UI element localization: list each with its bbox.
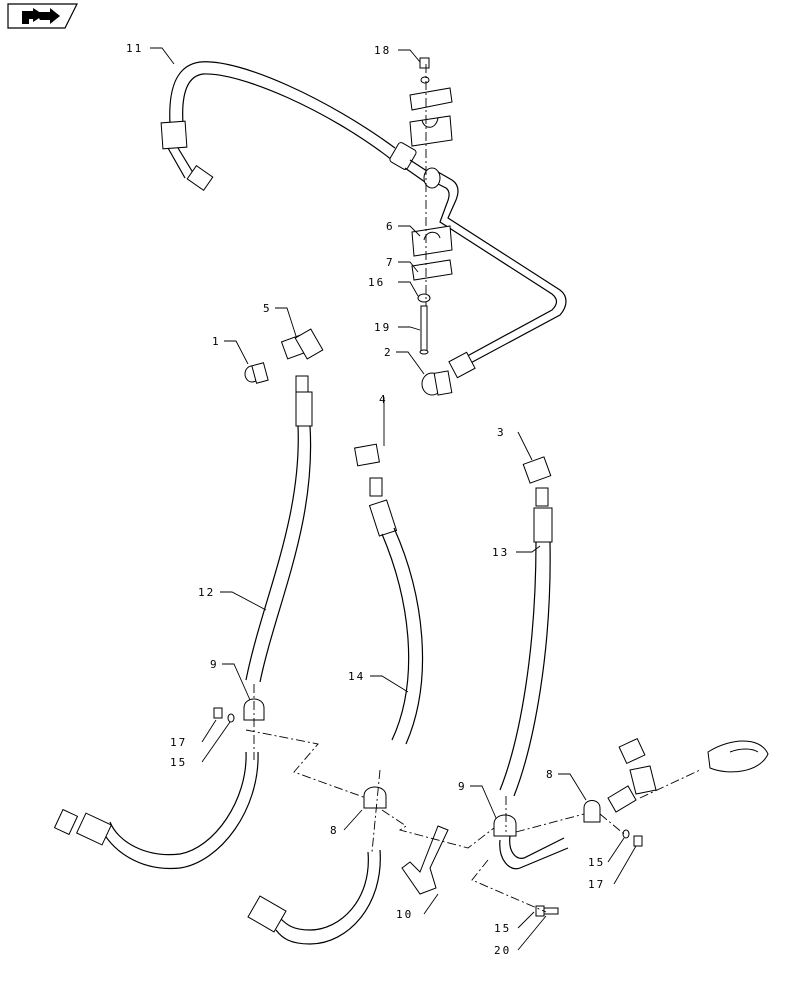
fitting-2 [421, 370, 453, 396]
callout-7: 7 [386, 256, 395, 269]
bolt-15-right [622, 829, 643, 847]
callout-8-right: 8 [546, 768, 555, 781]
bolt-20 [535, 905, 559, 917]
callout-1: 1 [212, 335, 221, 348]
clip-9-right [493, 814, 517, 837]
fitting-1 [244, 362, 269, 384]
clamp-stack-lower [411, 225, 453, 355]
callout-9-right: 9 [458, 780, 467, 793]
callout-20: 20 [494, 944, 511, 957]
callout-11: 11 [126, 42, 143, 55]
callout-labels: 18 11 6 7 16 19 2 5 1 4 3 13 12 14 9 17 … [126, 42, 605, 957]
callout-19: 19 [374, 321, 391, 334]
callout-2: 2 [384, 346, 393, 359]
callout-3: 3 [497, 426, 506, 439]
callout-4: 4 [379, 393, 388, 406]
leader-lines [150, 47, 637, 951]
clip-8-middle [363, 786, 387, 809]
callout-15-right: 15 [588, 856, 605, 869]
hose-13 [499, 507, 569, 870]
callout-15-bottom: 15 [494, 922, 511, 935]
callout-6: 6 [386, 220, 395, 233]
elbow-fitting-3 [522, 456, 552, 507]
nut-17-left [213, 707, 235, 723]
callout-9-left: 9 [210, 658, 219, 671]
clamp-stack-upper [409, 57, 453, 147]
page-forward-arrow-icon[interactable] [7, 3, 78, 29]
callout-17-right: 17 [588, 878, 605, 891]
bracket-10 [401, 825, 449, 895]
callout-14: 14 [348, 670, 365, 683]
callout-18: 18 [374, 44, 391, 57]
hose-14 [247, 499, 424, 945]
callout-13: 13 [492, 546, 509, 559]
elbow-fitting-4 [354, 443, 383, 497]
callout-17-left: 17 [170, 736, 187, 749]
elbow-fitting-right [618, 737, 769, 795]
elbow-fitting-5 [280, 328, 324, 393]
hydraulic-tube-11 [160, 61, 567, 379]
callout-12: 12 [198, 586, 215, 599]
callout-16: 16 [368, 276, 385, 289]
assembly-centerlines [245, 684, 701, 913]
hose-12 [53, 391, 313, 870]
clip-8-right [583, 785, 637, 823]
callout-8-middle: 8 [330, 824, 339, 837]
callout-5: 5 [263, 302, 272, 315]
callout-15-left: 15 [170, 756, 187, 769]
callout-10: 10 [396, 908, 413, 921]
